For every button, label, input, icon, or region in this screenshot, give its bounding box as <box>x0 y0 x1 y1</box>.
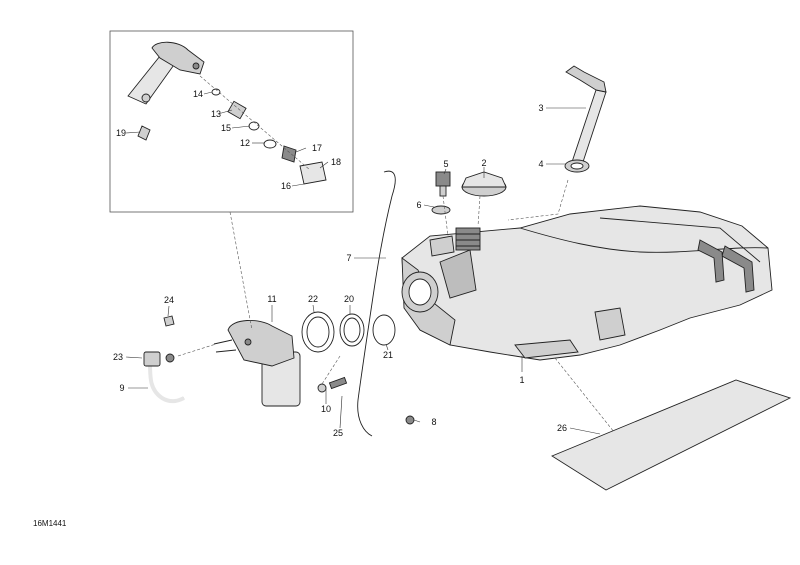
assembly-line <box>554 357 615 433</box>
callout-25: 25 <box>333 428 343 438</box>
callout-19: 19 <box>116 128 126 138</box>
callout-9: 9 <box>119 383 124 393</box>
drawing-id: 16M1441 <box>33 519 67 528</box>
callout-2: 2 <box>481 158 486 168</box>
callout-24: 24 <box>164 295 174 305</box>
vent-hose <box>357 170 396 437</box>
leader-lines <box>125 91 601 435</box>
assembly-line <box>477 195 481 227</box>
assembly-line <box>442 195 449 237</box>
callout-8: 8 <box>431 417 436 427</box>
clip <box>405 415 415 425</box>
callout-7: 7 <box>346 253 351 263</box>
callout-14: 14 <box>193 89 203 99</box>
callout-26: 26 <box>557 423 567 433</box>
detail-inset-frame <box>109 30 354 213</box>
assembly-line <box>199 75 311 171</box>
callout-22: 22 <box>308 294 318 304</box>
callouts: 1 2 3 4 5 6 7 8 9 10 11 12 13 14 15 16 1… <box>113 89 567 438</box>
clamp <box>301 311 335 353</box>
callout-20: 20 <box>344 294 354 304</box>
gasket <box>372 314 396 346</box>
callout-12: 12 <box>240 138 250 148</box>
callout-18: 18 <box>331 157 341 167</box>
callout-6: 6 <box>416 200 421 210</box>
inset-pump-assembly <box>127 41 327 185</box>
filler-tube <box>564 65 607 173</box>
callout-3: 3 <box>538 103 543 113</box>
callout-21: 21 <box>383 350 393 360</box>
protective-plate <box>551 379 792 491</box>
fuel-tank <box>401 205 773 361</box>
callout-11: 11 <box>267 294 276 304</box>
fuel-hose <box>143 351 185 404</box>
assembly-line <box>229 211 253 331</box>
callout-23: 23 <box>113 352 123 362</box>
callout-16: 16 <box>281 181 291 191</box>
assembly-line <box>507 179 569 221</box>
small-clip <box>163 315 175 327</box>
vent-valve <box>431 171 451 215</box>
callout-5: 5 <box>443 159 448 169</box>
callout-4: 4 <box>538 159 543 169</box>
fuel-fitting <box>317 376 348 393</box>
callout-13: 13 <box>211 109 221 119</box>
assembly-line <box>177 343 217 357</box>
callout-15: 15 <box>221 123 231 133</box>
callout-1: 1 <box>519 375 524 385</box>
lock-ring <box>339 313 365 347</box>
callout-17: 17 <box>312 143 322 153</box>
assembly-line <box>321 355 341 385</box>
fuel-pump-module <box>213 320 301 407</box>
callout-10: 10 <box>321 404 331 414</box>
